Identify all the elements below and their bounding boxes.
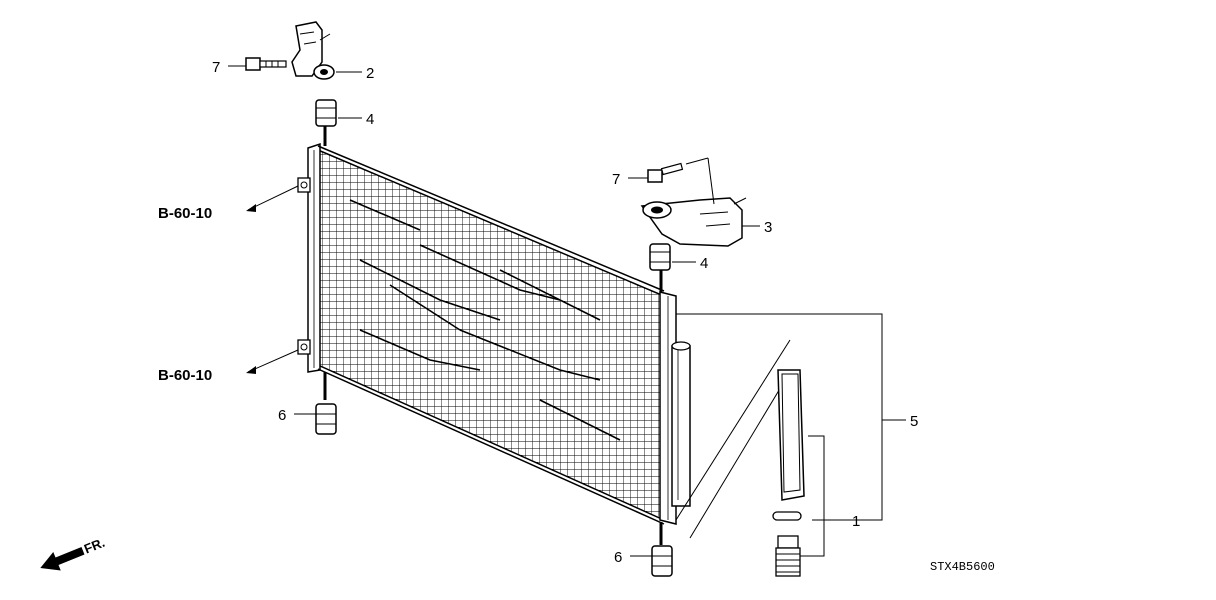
- lower-cushion-right: [651, 545, 673, 577]
- callout-7-upper-left: 7: [212, 59, 220, 76]
- reference-label-upper: B-60-10: [158, 205, 212, 222]
- front-arrow-label: FR.: [82, 535, 107, 557]
- callout-6-left: 6: [278, 407, 286, 424]
- bolt-upper-right: [647, 162, 684, 183]
- drain-plug: [775, 535, 801, 577]
- upper-bracket-right: [640, 197, 747, 247]
- rubber-mount-upper-right: [649, 243, 671, 271]
- o-ring: [772, 511, 802, 521]
- callout-5: 5: [910, 413, 918, 430]
- callout-2: 2: [366, 65, 374, 82]
- callout-4-upper-left: 4: [366, 111, 374, 128]
- reference-label-lower: B-60-10: [158, 367, 212, 384]
- leader-lines: [228, 65, 906, 557]
- diagram-code: STX4B5600: [930, 560, 995, 574]
- lower-cushion-left: [315, 403, 337, 435]
- callout-6-right: 6: [614, 549, 622, 566]
- bolt-upper-left: [245, 57, 287, 71]
- callout-1: 1: [852, 513, 860, 530]
- callout-7-upper-right: 7: [612, 171, 620, 188]
- rubber-mount-upper-left: [315, 99, 337, 127]
- callout-4-upper-right: 4: [700, 255, 708, 272]
- callout-3: 3: [764, 219, 772, 236]
- front-arrow: FR.: [40, 535, 107, 571]
- upper-bracket-left: [291, 21, 335, 80]
- desiccant-kit: [675, 339, 805, 577]
- receiver-dryer-tank: [671, 341, 691, 507]
